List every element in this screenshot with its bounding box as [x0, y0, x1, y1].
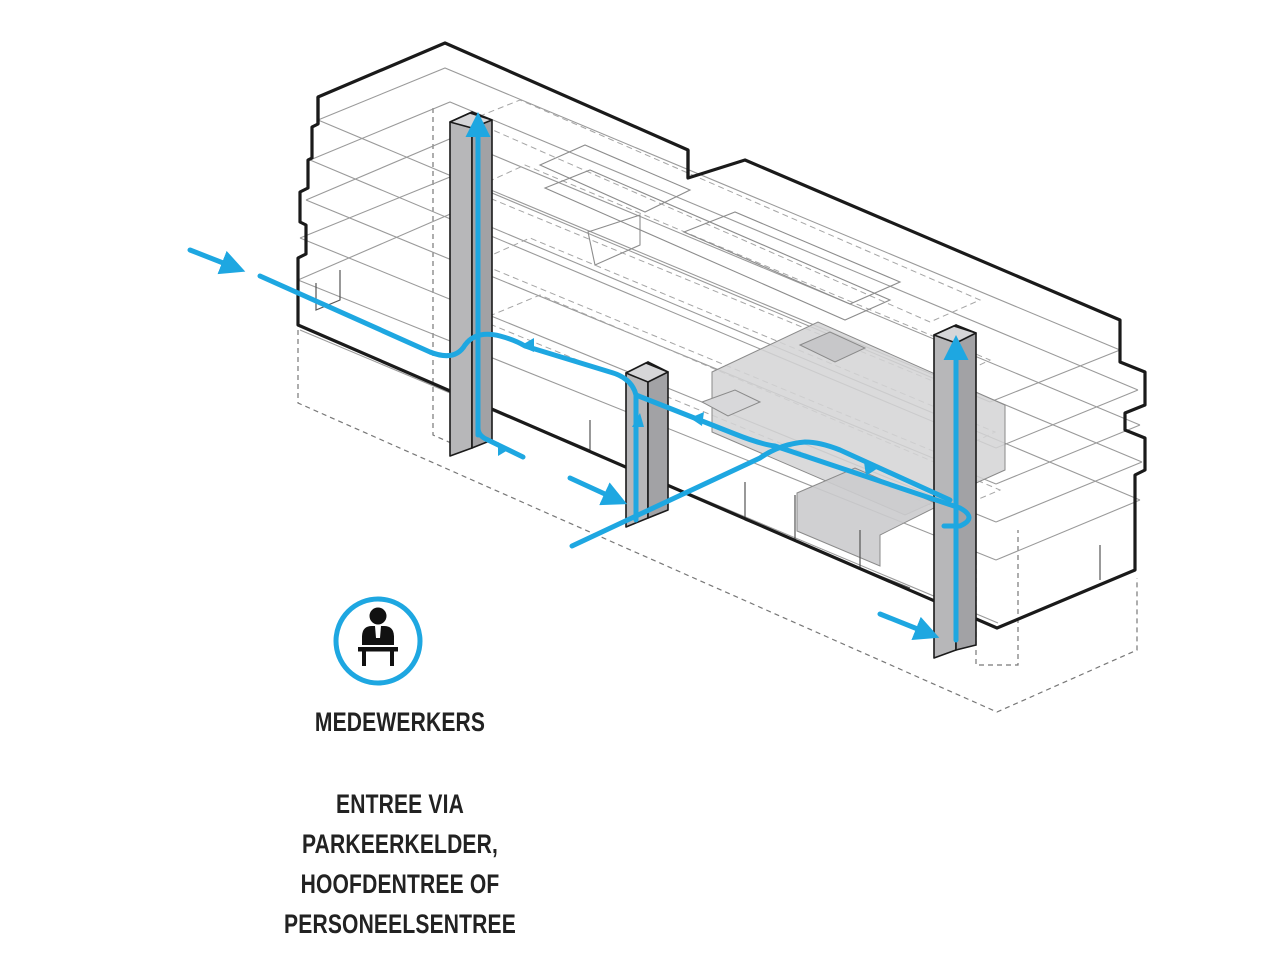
route-entry-arrow-east: [877, 611, 940, 641]
roof-volumes: [538, 144, 902, 321]
description-line-1: ENTREE VIA: [336, 789, 464, 819]
interior-volumes: [700, 321, 1006, 567]
route-entry-arrow-west: [187, 247, 246, 275]
core-east: [933, 324, 977, 659]
route-middle-corridor: [633, 392, 972, 529]
title-line: MEDEWERKERS: [314, 707, 486, 737]
diagram-description: ENTREE VIA PARKEERKELDER, HOOFDENTREE OF…: [267, 784, 532, 944]
route-direction-markers: [498, 338, 878, 476]
description-line-3: HOOFDENTREE OF: [300, 869, 500, 899]
diagram-title: MEDEWERKERS: [267, 702, 532, 742]
description-line-2: PARKEERKELDER,: [301, 829, 499, 859]
route-entry-arrow-middle: [567, 475, 628, 506]
staff-routes: [187, 112, 972, 643]
core-west: [449, 111, 493, 457]
building-outline: [296, 41, 1147, 630]
route-main-corridor: [257, 273, 639, 523]
office-worker-at-desk-icon: [333, 596, 423, 686]
route-lower-diagonal: [569, 439, 953, 549]
route-west-ground: [475, 425, 526, 460]
floor-slabs: [297, 67, 1143, 624]
description-line-4: PERSONEELSENTREE: [284, 909, 516, 939]
